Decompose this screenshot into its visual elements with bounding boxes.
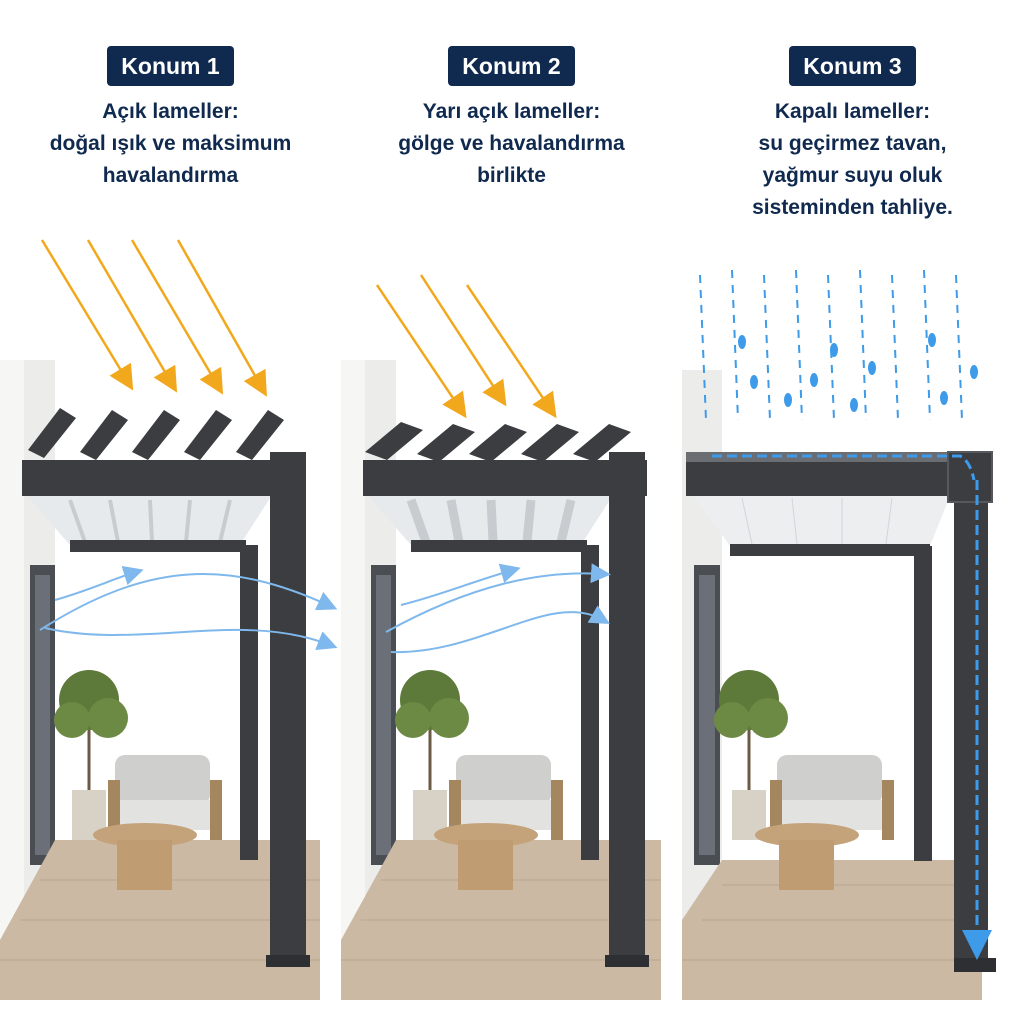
position-badge: Konum 3 bbox=[789, 46, 916, 86]
pergola-beam bbox=[363, 460, 647, 496]
armchair bbox=[108, 755, 222, 840]
panel-position-3: Konum 3 Kapalı lameller: su geçirmez tav… bbox=[682, 0, 1023, 1024]
wind-arrow-icon bbox=[39, 565, 338, 650]
panel-header: Konum 1 Açık lameller: doğal ışık ve mak… bbox=[0, 0, 341, 240]
position-badge: Konum 2 bbox=[448, 46, 575, 86]
sun-ray-icon bbox=[375, 274, 557, 419]
position-badge: Konum 1 bbox=[107, 46, 234, 86]
position-description: Kapalı lameller: su geçirmez tavan, yağm… bbox=[703, 96, 1003, 224]
wind-arrow-icon bbox=[385, 563, 611, 654]
description-line: yağmur suyu oluk bbox=[762, 164, 943, 187]
position-description: Açık lameller: doğal ışık ve maksimum ha… bbox=[21, 96, 321, 192]
front-post bbox=[270, 452, 306, 967]
wood-deck bbox=[682, 860, 982, 1000]
description-line: gölge ve havalandırma bbox=[398, 132, 625, 155]
front-post bbox=[609, 452, 645, 967]
pergola-beam bbox=[22, 460, 306, 496]
coffee-table bbox=[93, 823, 197, 890]
pergola-beam bbox=[686, 462, 956, 496]
description-line: sisteminden tahliye. bbox=[752, 196, 953, 219]
louvers-open bbox=[28, 408, 284, 460]
drain-flow-icon bbox=[712, 454, 992, 960]
armchair bbox=[770, 755, 894, 840]
louvers-half-open bbox=[365, 422, 631, 462]
panel-position-1: Konum 1 Açık lameller: doğal ışık ve mak… bbox=[0, 0, 341, 1024]
coffee-table bbox=[434, 823, 538, 890]
description-line: su geçirmez tavan, bbox=[758, 132, 947, 155]
position-description: Yarı açık lameller: gölge ve havalandırm… bbox=[362, 96, 662, 192]
pergola-scene-closed bbox=[682, 269, 996, 1000]
pergola-scene-open bbox=[0, 239, 338, 1000]
description-line: Kapalı lameller: bbox=[774, 100, 931, 123]
raindrop-icon bbox=[699, 269, 963, 421]
panel-header: Konum 3 Kapalı lameller: su geçirmez tav… bbox=[682, 0, 1023, 240]
description-line: doğal ışık ve maksimum bbox=[49, 132, 292, 155]
front-post bbox=[954, 455, 988, 965]
pergola-scene-half-open bbox=[341, 274, 661, 1000]
armchair bbox=[449, 755, 563, 840]
description-line: Açık lameller: bbox=[102, 100, 239, 123]
sun-ray-icon bbox=[40, 239, 267, 397]
description-line: birlikte bbox=[477, 164, 546, 187]
louvers-closed bbox=[686, 452, 956, 464]
coffee-table bbox=[755, 823, 859, 890]
gutter-box bbox=[947, 451, 993, 503]
panel-header: Konum 2 Yarı açık lameller: gölge ve hav… bbox=[341, 0, 682, 240]
description-line: Yarı açık lameller: bbox=[422, 100, 601, 123]
panel-position-2: Konum 2 Yarı açık lameller: gölge ve hav… bbox=[341, 0, 682, 1024]
description-line: havalandırma bbox=[102, 164, 239, 187]
potted-plant bbox=[395, 670, 469, 840]
